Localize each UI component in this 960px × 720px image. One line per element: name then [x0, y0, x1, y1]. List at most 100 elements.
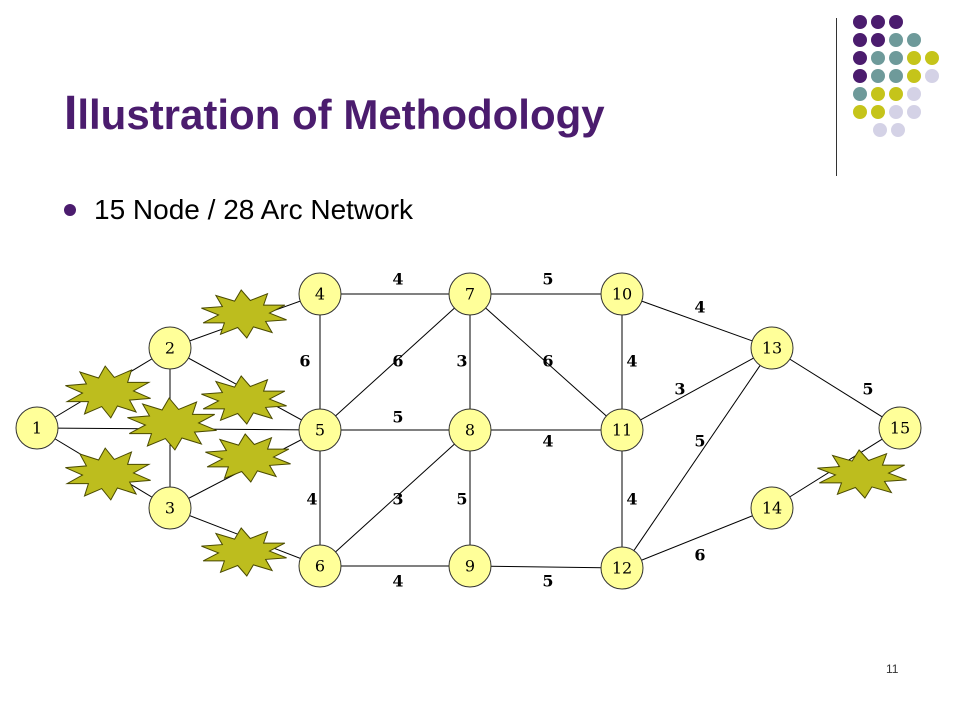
node-9: [448, 544, 492, 588]
decorative-dot: [853, 33, 867, 47]
explosion-burst-icon: [127, 397, 217, 451]
node-8: [448, 408, 492, 452]
arc-weight-6-8: 3: [392, 490, 403, 509]
arc-weight-4-7: 4: [392, 270, 403, 289]
slide-title-initial: I: [64, 87, 78, 140]
arc-weight-10-13: 4: [694, 298, 705, 317]
node-6: [298, 544, 342, 588]
decorative-dot: [889, 33, 903, 47]
decorative-dot: [889, 87, 903, 101]
decorative-divider-line: [836, 18, 837, 176]
node-label-9: 9: [465, 557, 475, 576]
decorative-dot: [853, 15, 867, 29]
decorative-dot: [907, 87, 921, 101]
explosion-burst-icon: [205, 433, 291, 483]
explosion-burst-icon: [201, 289, 287, 339]
node-label-5: 5: [315, 421, 325, 440]
decorative-dot: [853, 51, 867, 65]
arc-weight-5-6: 4: [306, 490, 317, 509]
arc-weight-7-10: 5: [542, 270, 553, 289]
node-label-11: 11: [612, 421, 632, 440]
arc-weight-13-15: 5: [862, 380, 873, 399]
arc-weights: 6 4 4 6 5 3 4 3 5 6 5 4 5 4 4 4 3 5 6 5: [299, 270, 873, 591]
decorative-dot: [853, 105, 867, 119]
arc-5-7: [319, 293, 471, 431]
decorative-dot: [873, 123, 887, 137]
bullet-text: 15 Node / 28 Arc Network: [94, 194, 414, 225]
decorative-dot: [853, 87, 867, 101]
arc-12-13: [621, 347, 773, 569]
arc-weight-5-8: 5: [392, 408, 403, 427]
arc-10-13: [621, 293, 773, 349]
arc-weight-8-11: 4: [542, 432, 553, 451]
arc-weight-9-12: 5: [542, 572, 553, 591]
arc-weight-7-8: 3: [456, 352, 467, 371]
decorative-dot: [891, 123, 905, 137]
arc-weight-12-14: 6: [694, 546, 705, 565]
arc-weight-11-13: 3: [674, 380, 685, 399]
decorative-dot: [871, 105, 885, 119]
node-4: [298, 272, 342, 316]
decorative-dot: [907, 105, 921, 119]
node-12: [600, 546, 644, 590]
arc-13-15: [771, 347, 901, 429]
decorative-dot: [871, 15, 885, 29]
node-10: [600, 272, 644, 316]
explosion-burst-icon: [65, 447, 151, 501]
arc-7-11: [469, 293, 623, 431]
slide-title-rest: llustration of Methodology: [77, 91, 605, 138]
decorative-dot: [871, 69, 885, 83]
node-7: [448, 272, 492, 316]
explosion-burst-icon: [817, 449, 907, 499]
bullet-item: 15 Node / 28 Arc Network: [64, 194, 413, 226]
node-label-13: 13: [762, 339, 782, 358]
arc-weight-11-12: 4: [626, 490, 637, 509]
arc-weight-4-5: 6: [299, 352, 310, 371]
node-label-12: 12: [612, 559, 632, 578]
decorative-dot: [907, 33, 921, 47]
slide-title: Illustration of Methodology: [64, 86, 605, 141]
explosion-burst-icon: [201, 527, 287, 577]
node-2: [148, 326, 192, 370]
decorative-dot: [871, 51, 885, 65]
node-label-10: 10: [612, 285, 632, 304]
arc-12-14: [621, 507, 773, 569]
node-label-4: 4: [315, 285, 325, 304]
decorative-dot: [889, 69, 903, 83]
explosion-burst-icon: [201, 375, 287, 425]
explosion-burst-icon: [65, 365, 151, 419]
node-label-1: 1: [32, 419, 42, 438]
decorative-dot: [889, 51, 903, 65]
decorative-dot: [925, 51, 939, 65]
node-label-6: 6: [315, 557, 325, 576]
decorative-dot: [871, 33, 885, 47]
arc-weight-6-9: 4: [392, 572, 403, 591]
arc-6-8: [319, 429, 471, 567]
decorative-dot: [889, 105, 903, 119]
decorative-dot: [889, 15, 903, 29]
node-label-15: 15: [890, 419, 910, 438]
node-label-8: 8: [465, 421, 475, 440]
arc-weight-12-13: 5: [694, 432, 705, 451]
node-14: [750, 486, 794, 530]
node-15: [878, 406, 922, 450]
node-label-3: 3: [165, 499, 175, 518]
arc-weight-8-9: 5: [456, 490, 467, 509]
decorative-dot: [907, 69, 921, 83]
decorative-dot: [853, 69, 867, 83]
node-13: [750, 326, 794, 370]
arc-11-13: [621, 347, 773, 431]
node-label-7: 7: [465, 285, 475, 304]
disruption-bursts: [65, 289, 907, 577]
node-3: [148, 486, 192, 530]
node-label-14: 14: [762, 499, 782, 518]
node-1: [15, 406, 59, 450]
node-5: [298, 408, 342, 452]
arc-weight-5-7: 6: [392, 352, 403, 371]
node-11: [600, 408, 644, 452]
decorative-dot: [907, 51, 921, 65]
decorative-dot-grid: [853, 15, 939, 137]
node-label-2: 2: [165, 339, 175, 358]
bullet-dot-icon: [64, 204, 76, 216]
